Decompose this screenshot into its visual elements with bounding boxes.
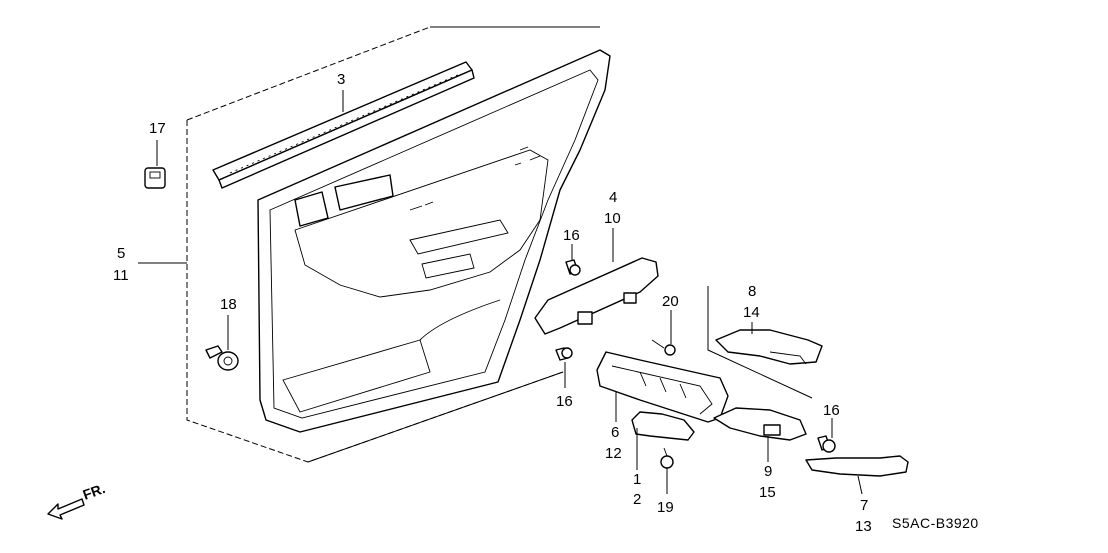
callout-10: 10 (604, 210, 621, 227)
callout-16-lower: 16 (556, 393, 573, 410)
callout-12: 12 (605, 445, 622, 462)
front-direction-arrow-icon (47, 498, 85, 520)
callout-13: 13 (855, 518, 872, 535)
callout-19: 19 (657, 499, 674, 516)
callout-5: 5 (117, 245, 125, 262)
clip-part-17 (144, 167, 166, 189)
callout-16-right: 16 (823, 402, 840, 419)
sub-assembly-connector (707, 286, 813, 399)
callout-7: 7 (860, 497, 868, 514)
trim-piece-part-7-13 (805, 455, 909, 477)
callout-3: 3 (337, 71, 345, 88)
screw-part-19 (660, 447, 674, 469)
weatherstrip-part-3 (212, 61, 475, 189)
callout-20: 20 (662, 293, 679, 310)
direction-label: FR. (81, 480, 108, 503)
screw-part-20 (651, 339, 676, 356)
clip-part-18 (205, 345, 239, 371)
callout-4: 4 (609, 189, 617, 206)
callout-1: 1 (633, 471, 641, 488)
diagram-code: S5AC-B3920 (892, 515, 979, 531)
callout-8: 8 (748, 283, 756, 300)
door-panel (257, 49, 611, 433)
switch-panel-part-9-15 (713, 407, 807, 441)
callout-18: 18 (220, 296, 237, 313)
callout-14: 14 (743, 304, 760, 321)
callout-16-upper: 16 (563, 227, 580, 244)
inner-handle-part-1-2 (631, 411, 695, 441)
callout-6: 6 (611, 424, 619, 441)
leader-7-13 (857, 475, 863, 495)
callout-2: 2 (633, 491, 641, 508)
switch-cover-part-8-14 (715, 329, 823, 365)
callout-11: 11 (113, 267, 129, 284)
handle-frame-part-6-12 (596, 351, 729, 423)
callout-9: 9 (764, 463, 772, 480)
callout-17: 17 (149, 120, 166, 137)
armrest-trim-part-4-10 (534, 257, 659, 335)
fastener-16-lower (555, 347, 573, 361)
fastener-16-upper (565, 259, 581, 276)
callout-15: 15 (759, 484, 776, 501)
fastener-16-right (817, 435, 836, 453)
